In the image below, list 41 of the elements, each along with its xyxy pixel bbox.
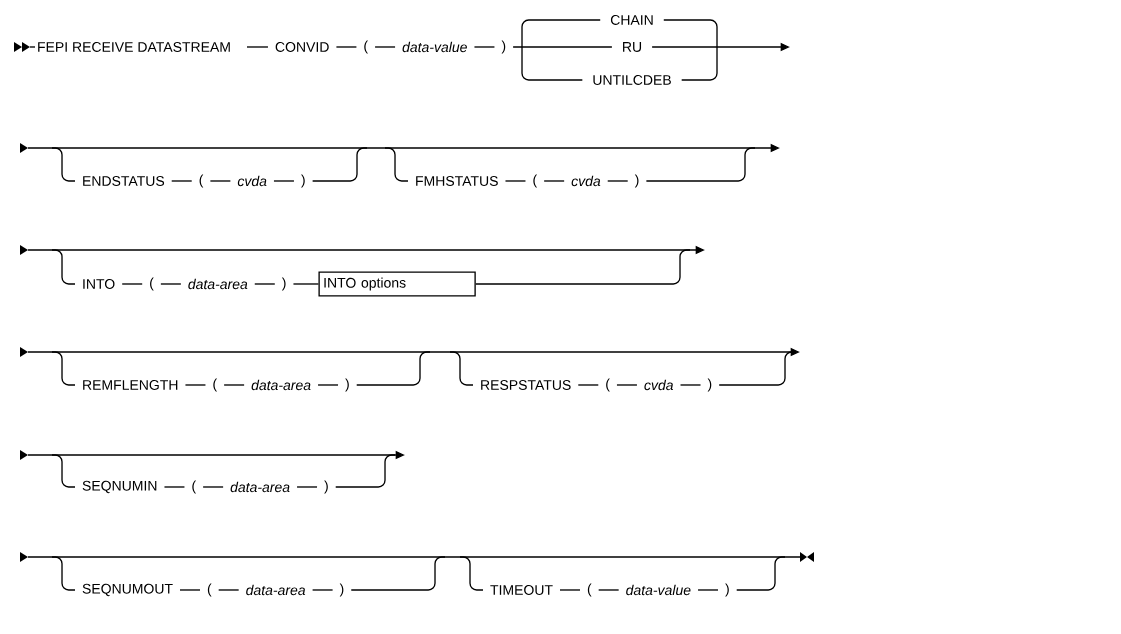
variable-name: data-area [188, 278, 248, 290]
parenthesis: ) [339, 583, 344, 597]
parenthesis: ) [301, 174, 305, 188]
options-box: INTO options [318, 271, 476, 297]
keyword: INTO [83, 279, 115, 289]
keyword: REMFLENGTH [83, 380, 178, 390]
variable-name: cvda [571, 175, 601, 187]
parenthesis: ( [199, 174, 204, 188]
variable-name: data-value [626, 584, 691, 596]
parenthesis: ( [606, 378, 610, 392]
command-name: FEPI RECEIVE DATASTREAM [38, 42, 230, 52]
keyword: RESPSTATUS [481, 380, 571, 390]
variable-name: data-value [402, 41, 467, 53]
parenthesis: ( [213, 378, 218, 392]
parenthesis: ( [150, 277, 154, 291]
parenthesis: ) [707, 378, 712, 392]
keyword: CONVID [275, 42, 329, 52]
parenthesis: ( [587, 583, 592, 597]
keyword: SEQNUMIN [82, 480, 157, 494]
variable-name: cvda [644, 379, 673, 391]
parenthesis: ) [324, 480, 328, 494]
variable-name: data-area [246, 584, 306, 596]
keyword: SEQNUMOUT [82, 583, 173, 597]
variable-name: data-area [251, 379, 311, 391]
parenthesis: ( [207, 583, 212, 597]
parenthesis: ) [345, 378, 349, 392]
variable-name: cvda [237, 175, 267, 187]
keyword: RU [623, 42, 642, 52]
keyword: CHAIN [610, 15, 653, 25]
keyword: UNTILCDEB [593, 75, 671, 85]
parenthesis: ) [634, 174, 639, 188]
parenthesis: ) [501, 40, 506, 54]
keyword: ENDSTATUS [83, 176, 165, 186]
keyword: FMHSTATUS [416, 176, 498, 186]
variable-name: data-area [230, 481, 290, 493]
parenthesis: ( [192, 480, 197, 494]
parenthesis: ) [281, 277, 286, 291]
parenthesis: ( [364, 40, 368, 54]
parenthesis: ( [533, 174, 538, 188]
keyword: TIMEOUT [490, 585, 553, 595]
parenthesis: ) [725, 583, 729, 597]
